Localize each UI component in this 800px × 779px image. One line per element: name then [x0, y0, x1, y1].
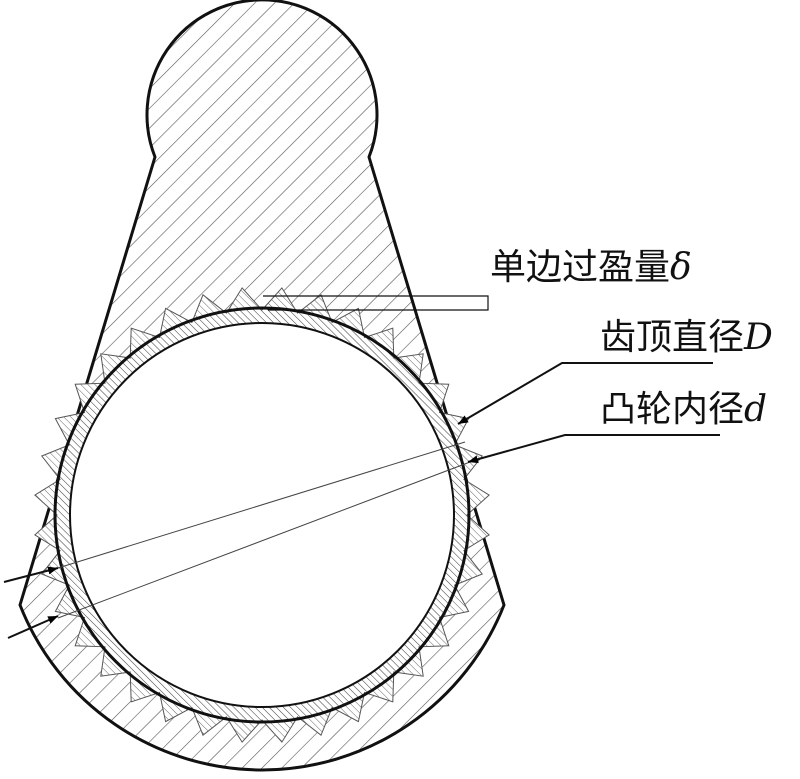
interference-bracket	[263, 295, 489, 311]
diameter-line-d	[57, 461, 471, 619]
label-cam-bore-symbol: d	[744, 389, 768, 430]
arrow-left-D	[3, 566, 59, 583]
shaft-bore	[69, 322, 455, 708]
label-tip-diameter: 齿顶直径D	[600, 320, 773, 356]
leader-d	[467, 434, 720, 464]
label-cam-bore: 凸轮内径d	[600, 392, 767, 428]
label-interference: 单边过盈量δ	[490, 250, 692, 286]
arrow-left-d	[7, 615, 59, 639]
label-tip-diameter-symbol: D	[744, 317, 773, 358]
label-interference-text: 单边过盈量	[490, 247, 671, 288]
label-cam-bore-text: 凸轮内径	[600, 389, 745, 430]
leader-D	[457, 362, 713, 425]
label-tip-diameter-text: 齿顶直径	[600, 317, 745, 358]
label-interference-symbol: δ	[670, 247, 692, 288]
diameter-line-D	[57, 441, 466, 569]
